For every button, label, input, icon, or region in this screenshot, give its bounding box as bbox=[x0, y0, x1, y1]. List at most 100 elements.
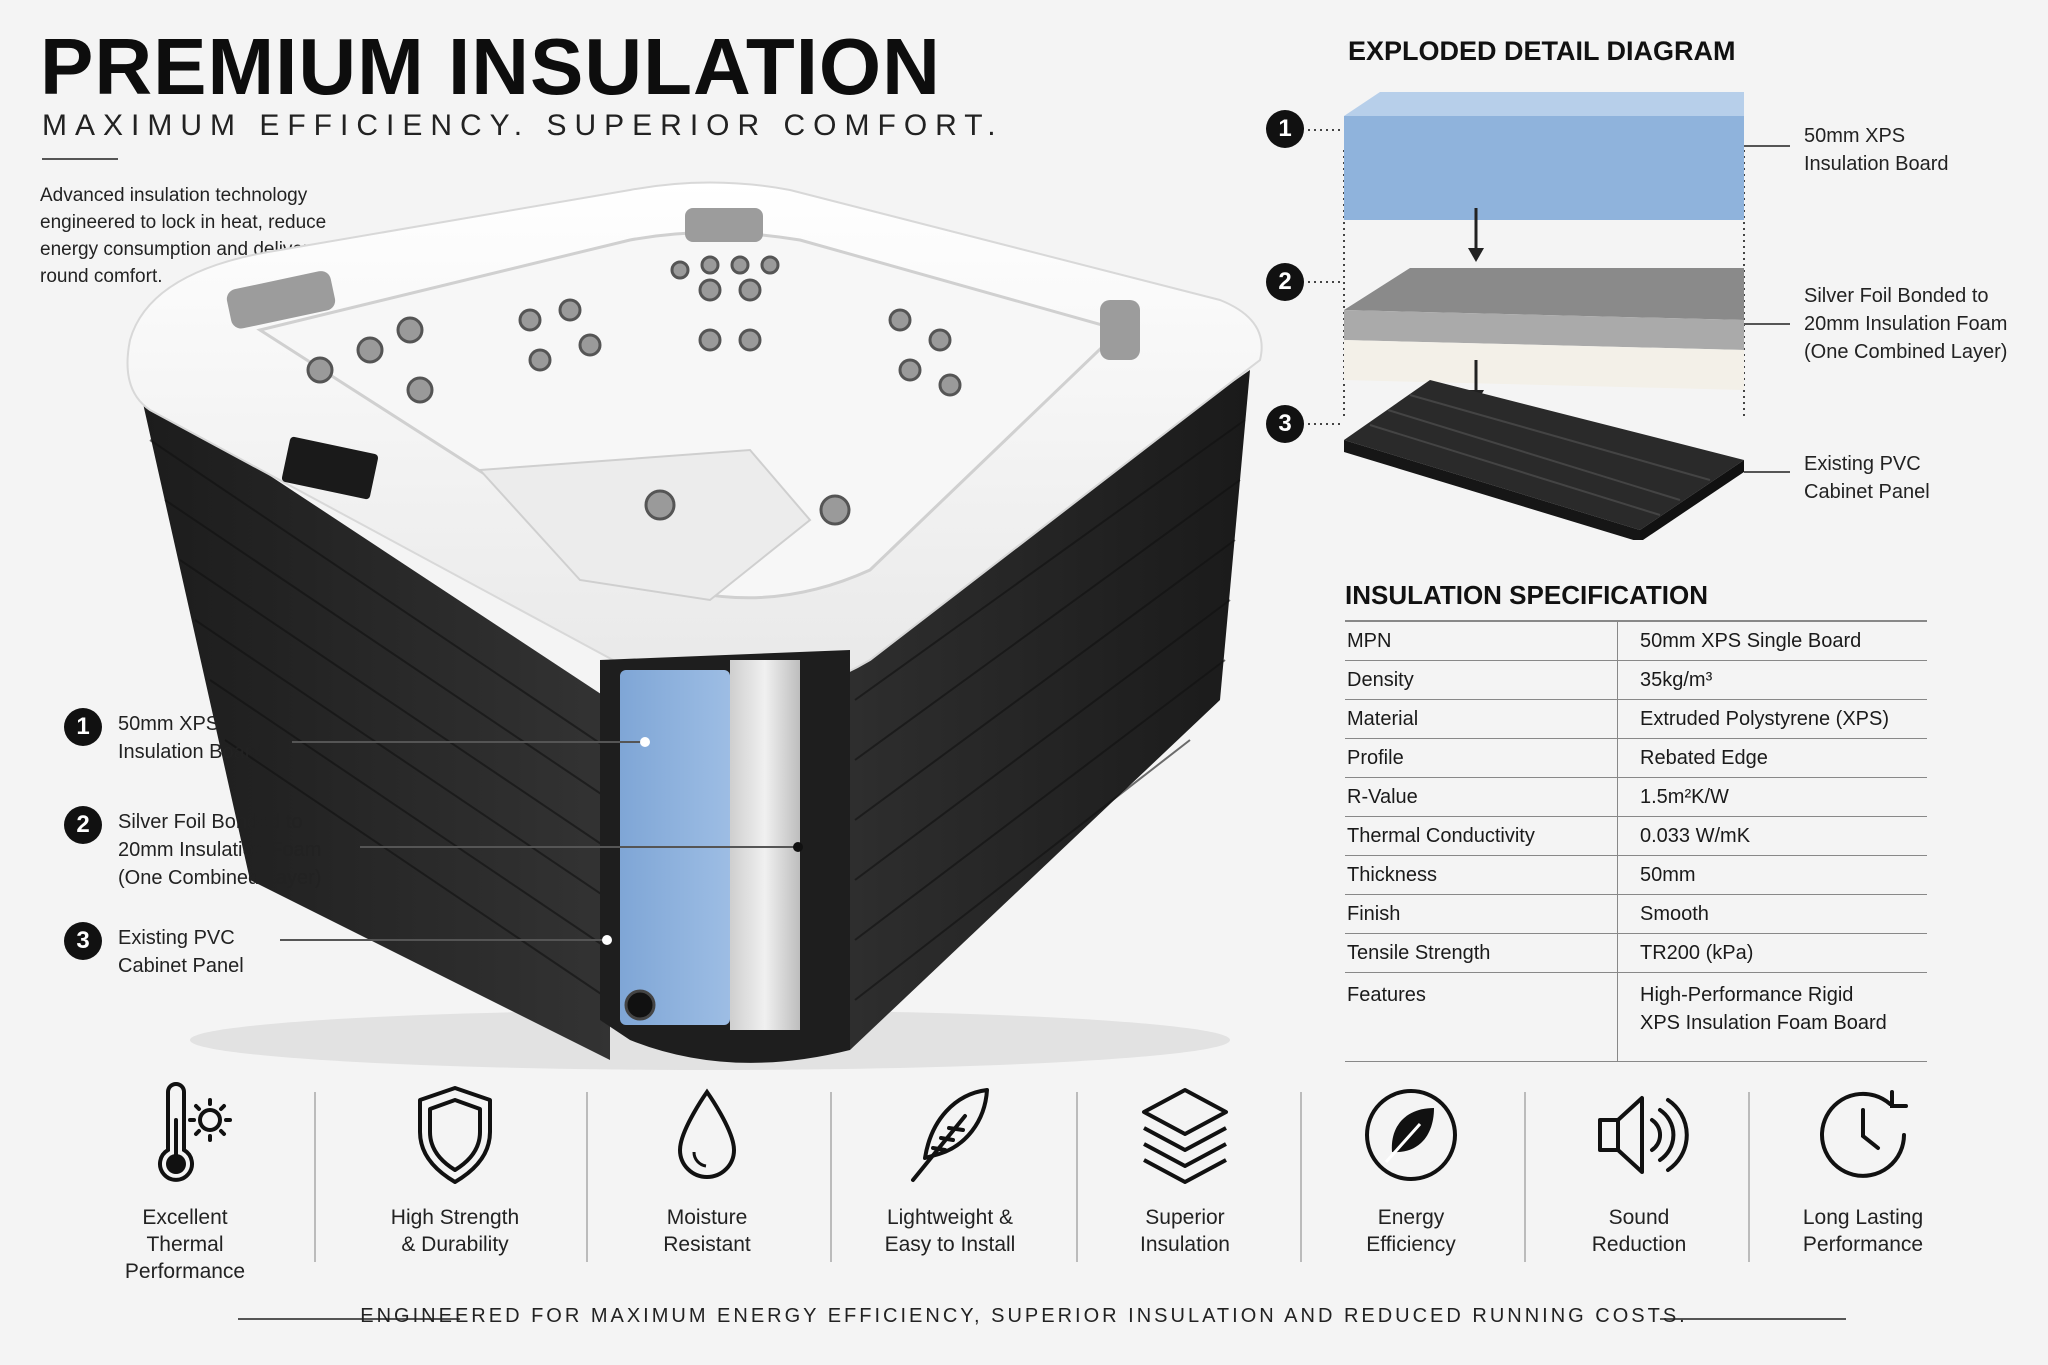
spec-key: Tensile Strength bbox=[1345, 933, 1618, 973]
spec-key: Density bbox=[1345, 660, 1618, 700]
spec-value: 1.5m²K/W bbox=[1617, 777, 1927, 817]
footer-rule-left bbox=[238, 1318, 460, 1320]
feature-label-line: Energy bbox=[1377, 1206, 1445, 1229]
spec-key: Features bbox=[1345, 972, 1618, 1062]
cabinet-left-panel bbox=[140, 390, 610, 1060]
callout-number: 2 bbox=[64, 806, 102, 844]
callout-line: Cabinet Panel bbox=[118, 955, 244, 977]
callout-line: (One Combined Layer) bbox=[118, 867, 322, 889]
feature-label-line: Moisture bbox=[666, 1206, 748, 1229]
feature-label-line: Long Lasting bbox=[1802, 1206, 1924, 1229]
feather-icon bbox=[911, 1088, 989, 1182]
feature-label-line: Resistant bbox=[663, 1233, 751, 1256]
exploded-number-2: 2 bbox=[1266, 263, 1304, 301]
exploded-number-3: 3 bbox=[1266, 405, 1304, 443]
callout-line: 20mm Insulation Foam bbox=[118, 839, 322, 861]
spec-value: Smooth bbox=[1617, 894, 1927, 934]
exploded-layer-xps bbox=[1344, 92, 1744, 220]
feature-strength: High Strength & Durability bbox=[340, 1080, 570, 1258]
spec-key: Profile bbox=[1345, 738, 1618, 778]
exploded-label-line: 50mm XPS bbox=[1804, 125, 1906, 147]
exploded-label-line: Cabinet Panel bbox=[1804, 481, 1930, 503]
table-row: Features High-Performance Rigid XPS Insu… bbox=[1345, 972, 1927, 1062]
feature-divider bbox=[1748, 1092, 1750, 1262]
feature-moisture: Moisture Resistant bbox=[592, 1080, 822, 1258]
layers-icon bbox=[1142, 1088, 1228, 1184]
leaf-circle-icon bbox=[1365, 1089, 1457, 1181]
feature-label-line: & Durability bbox=[401, 1233, 509, 1256]
spec-value: High-Performance Rigid bbox=[1640, 984, 1854, 1006]
callout-number: 1 bbox=[64, 708, 102, 746]
spec-value: TR200 (kPa) bbox=[1617, 933, 1927, 973]
feature-divider bbox=[1524, 1092, 1526, 1262]
feature-label-line: Superior bbox=[1145, 1206, 1225, 1229]
feature-label-line: Efficiency bbox=[1366, 1233, 1456, 1256]
spec-key: Finish bbox=[1345, 894, 1618, 934]
feature-long-lasting: Long Lasting Performance bbox=[1748, 1080, 1978, 1258]
callout-3: 3 Existing PVC Cabinet Panel bbox=[64, 920, 364, 990]
feature-label-line: Reduction bbox=[1591, 1233, 1687, 1256]
feature-divider bbox=[830, 1092, 832, 1262]
exploded-diagram-title: EXPLODED DETAIL DIAGRAM bbox=[1348, 36, 1736, 66]
spec-key: Material bbox=[1345, 699, 1618, 739]
feature-sound: Sound Reduction bbox=[1524, 1080, 1754, 1258]
cabinet-right-panel bbox=[850, 370, 1250, 1050]
spec-key: Thermal Conductivity bbox=[1345, 816, 1618, 856]
exploded-label-line: 20mm Insulation Foam bbox=[1804, 313, 2008, 335]
feature-divider bbox=[1300, 1092, 1302, 1262]
spec-value: Rebated Edge bbox=[1617, 738, 1927, 778]
title-rule bbox=[42, 158, 118, 160]
feature-label-line: Easy to Install bbox=[884, 1233, 1016, 1256]
spec-value: 0.033 W/mK bbox=[1617, 816, 1927, 856]
callout-1: 1 50mm XPS Insulation Board bbox=[64, 706, 364, 786]
callout-number: 3 bbox=[64, 922, 102, 960]
callout-line: Silver Foil Bonded to bbox=[118, 811, 303, 833]
spec-value: 50mm bbox=[1617, 855, 1927, 895]
footer-tagline: ENGINEERED FOR MAXIMUM ENERGY EFFICIENCY… bbox=[360, 1305, 1688, 1327]
feature-divider bbox=[314, 1092, 316, 1262]
callout-line: Insulation Board bbox=[118, 741, 263, 763]
exploded-diagram bbox=[1308, 92, 1790, 540]
exploded-label-2: Silver Foil Bonded to 20mm Insulation Fo… bbox=[1804, 282, 2007, 366]
feature-label-line: Performance bbox=[124, 1260, 246, 1283]
feature-divider bbox=[1076, 1092, 1078, 1262]
page-title: PREMIUM INSULATION bbox=[40, 22, 941, 111]
feature-insulation: Superior Insulation bbox=[1070, 1080, 1300, 1258]
exploded-label-line: Existing PVC bbox=[1804, 453, 1921, 475]
feature-lightweight: Lightweight & Easy to Install bbox=[835, 1080, 1065, 1258]
exploded-label-1: 50mm XPS Insulation Board bbox=[1804, 122, 1949, 178]
exploded-layer-foil bbox=[1344, 268, 1744, 390]
thermometer-sun-icon bbox=[158, 1082, 232, 1182]
feature-label-line: High Strength bbox=[390, 1206, 520, 1229]
callout-2: 2 Silver Foil Bonded to 20mm Insulation … bbox=[64, 804, 384, 900]
feature-divider bbox=[586, 1092, 588, 1262]
exploded-label-line: Silver Foil Bonded to bbox=[1804, 285, 1989, 307]
hot-tub-illustration bbox=[126, 181, 1263, 1070]
exploded-layer-pvc bbox=[1344, 380, 1744, 540]
exploded-number-1: 1 bbox=[1266, 110, 1304, 148]
spec-value: 50mm XPS Single Board bbox=[1617, 622, 1927, 661]
clock-icon bbox=[1820, 1090, 1908, 1178]
foil-layer-cutaway bbox=[730, 660, 800, 1030]
footer-rule-right bbox=[1660, 1318, 1846, 1320]
speaker-icon bbox=[1598, 1096, 1689, 1174]
feature-label-line: Sound bbox=[1608, 1206, 1670, 1229]
page-subtitle: MAXIMUM EFFICIENCY. SUPERIOR COMFORT. bbox=[42, 109, 1004, 142]
exploded-label-line: (One Combined Layer) bbox=[1804, 341, 2008, 363]
spec-value: XPS Insulation Foam Board bbox=[1640, 1012, 1887, 1034]
feature-label-line: Thermal bbox=[146, 1233, 224, 1256]
spec-key: Thickness bbox=[1345, 855, 1618, 895]
spec-value: Extruded Polystyrene (XPS) bbox=[1617, 699, 1927, 739]
water-drop-icon bbox=[677, 1088, 737, 1179]
callout-line: 50mm XPS bbox=[118, 713, 220, 735]
spec-value: 35kg/m³ bbox=[1617, 660, 1927, 700]
